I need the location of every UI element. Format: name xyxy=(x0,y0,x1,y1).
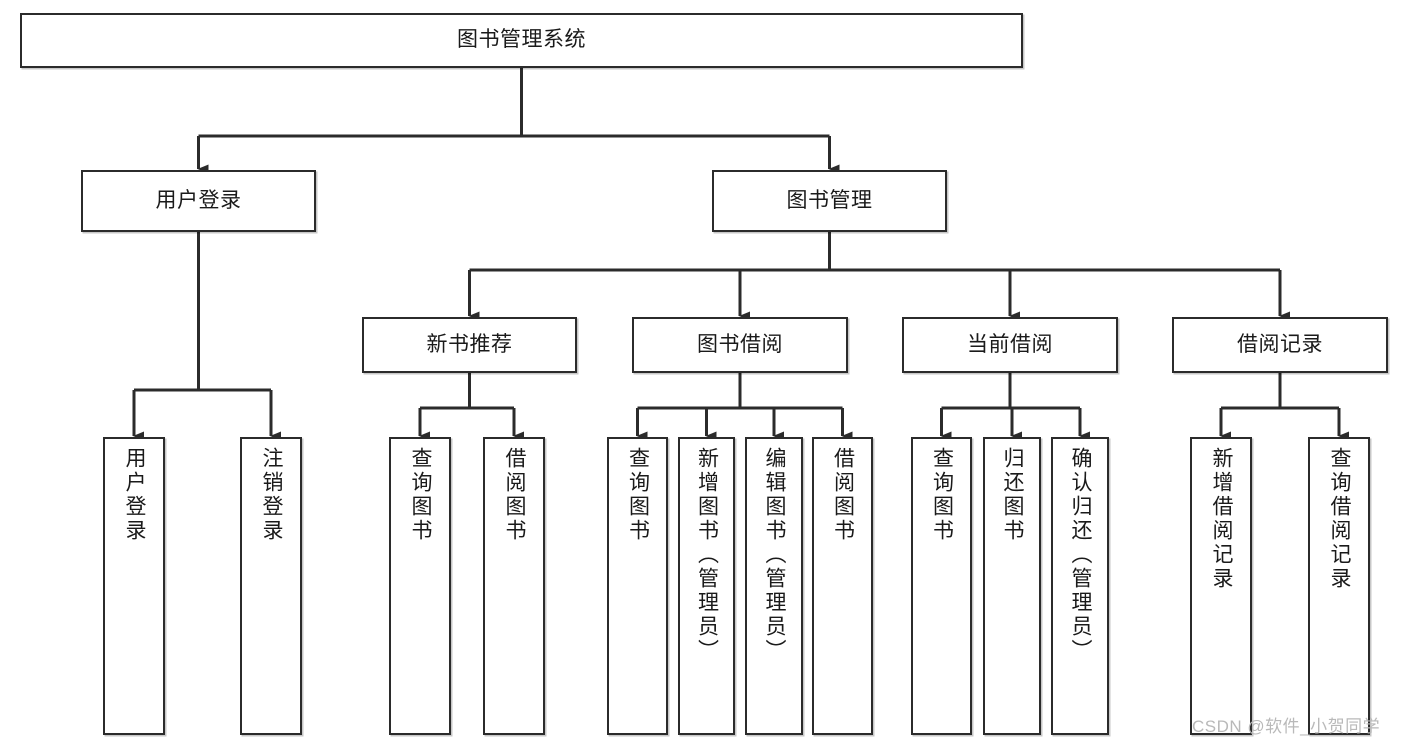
node-book_manage[interactable]: 图书管理 xyxy=(712,170,947,232)
watermark-text: CSDN @软件_小贺同学 xyxy=(1192,717,1381,736)
node-leaf_q2[interactable]: 查询图书 xyxy=(607,437,668,735)
node-leaf_b1[interactable]: 借阅图书 xyxy=(483,437,545,735)
node-label: 图书借阅 xyxy=(697,332,783,356)
node-leaf_q3[interactable]: 查询图书 xyxy=(911,437,972,735)
node-leaf_add[interactable]: 新增图书（管理员） xyxy=(678,437,735,735)
node-label: 当前借阅 xyxy=(967,332,1053,356)
node-leaf_conf[interactable]: 确认归还（管理员） xyxy=(1051,437,1109,735)
node-label: 确认归还（管理员） xyxy=(1069,447,1093,663)
node-leaf_addrec[interactable]: 新增借阅记录 xyxy=(1190,437,1252,735)
node-root[interactable]: 图书管理系统 xyxy=(20,13,1023,68)
node-label: 查询图书 xyxy=(409,447,433,543)
node-user_login[interactable]: 用户登录 xyxy=(81,170,316,232)
node-leaf_q1[interactable]: 查询图书 xyxy=(389,437,451,735)
node-label: 新增图书（管理员） xyxy=(695,447,719,663)
node-label: 新增借阅记录 xyxy=(1210,447,1234,591)
node-label: 归还图书 xyxy=(1001,447,1025,543)
node-leaf_qrec[interactable]: 查询借阅记录 xyxy=(1308,437,1370,735)
node-label: 图书管理 xyxy=(786,188,873,212)
node-label: 查询借阅记录 xyxy=(1328,447,1352,591)
node-leaf_logout[interactable]: 注销登录 xyxy=(240,437,302,735)
node-label: 用户登录 xyxy=(155,188,242,212)
node-label: 查询图书 xyxy=(930,447,954,543)
node-label: 借阅图书 xyxy=(831,447,855,543)
node-book_borrow[interactable]: 图书借阅 xyxy=(632,317,848,373)
node-label: 借阅记录 xyxy=(1237,332,1323,356)
node-cur_borrow[interactable]: 当前借阅 xyxy=(902,317,1118,373)
node-leaf_ret[interactable]: 归还图书 xyxy=(983,437,1041,735)
node-new_book_rec[interactable]: 新书推荐 xyxy=(362,317,577,373)
node-label: 图书管理系统 xyxy=(457,28,586,52)
node-label: 用户登录 xyxy=(123,447,147,543)
node-borrow_record[interactable]: 借阅记录 xyxy=(1172,317,1388,373)
node-label: 编辑图书（管理员） xyxy=(763,447,787,663)
node-label: 查询图书 xyxy=(626,447,650,543)
node-leaf_login[interactable]: 用户登录 xyxy=(103,437,165,735)
node-label: 借阅图书 xyxy=(503,447,527,543)
node-label: 新书推荐 xyxy=(426,332,513,356)
node-leaf_b2[interactable]: 借阅图书 xyxy=(812,437,873,735)
edge-group xyxy=(132,68,1349,441)
node-leaf_edit[interactable]: 编辑图书（管理员） xyxy=(745,437,803,735)
node-label: 注销登录 xyxy=(260,447,284,543)
